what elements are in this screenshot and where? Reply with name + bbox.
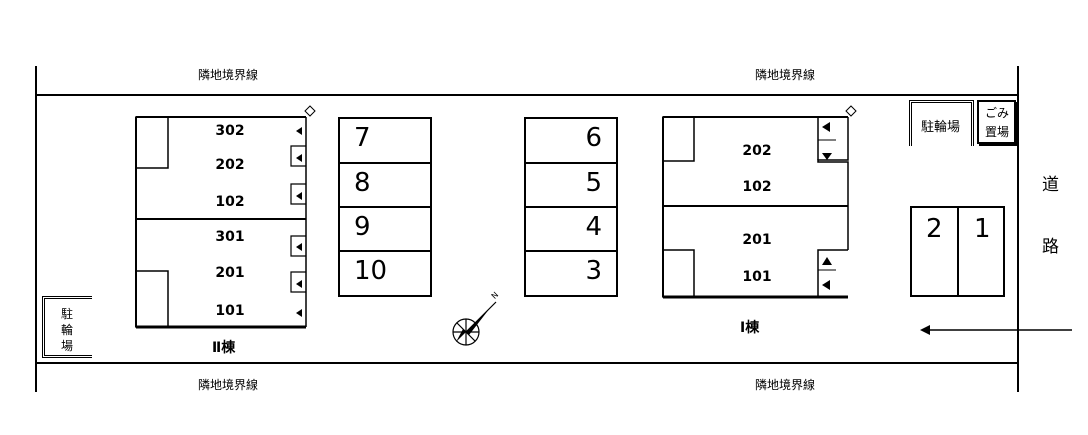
b2-room-102: 102 [215,194,245,210]
boundary-label-bottom-left: 隣地境界線 [198,378,259,392]
b2-room-301: 301 [215,229,245,245]
road-label-1: 道 [1042,175,1059,195]
b1-room-101: 101 [742,269,772,285]
building-1-label: Ⅰ棟 [740,320,760,336]
boundary-label-top-right: 隣地境界線 [755,68,816,82]
road-label-2: 路 [1042,237,1059,257]
b1-room-202: 202 [742,143,772,159]
boundary-label-top-left: 隣地境界線 [198,68,259,82]
building-2-outline [135,105,316,329]
garbage-label-1: ごみ [985,106,1010,120]
parking-number-7: 7 [354,123,371,153]
parking-number-6: 6 [585,123,602,153]
bicycle-parking-top: 駐輪場 [909,100,974,146]
site-boundary-left [35,66,37,392]
b1-room-201: 201 [742,232,772,248]
parking-number-4: 4 [585,212,602,242]
parking-number-5: 5 [585,168,602,198]
parking-number-2: 2 [926,214,943,244]
site-boundary-top [35,94,1019,96]
parking-number-9: 9 [354,212,371,242]
b2-room-202: 202 [215,157,245,173]
building-1-outline [662,105,857,299]
bicycle-top-label: 駐輪場 [921,120,961,135]
parking-space-8: 8 [338,162,432,208]
bicycle-left-c2: 輪 [61,323,74,337]
parking-space-2: 2 [910,206,959,297]
parking-space-3: 3 [524,250,618,297]
garbage-area: ごみ 置場 [977,100,1016,144]
parking-space-7: 7 [338,117,432,164]
parking-number-1: 1 [974,214,991,244]
b2-room-101: 101 [215,303,245,319]
parking-space-9: 9 [338,206,432,252]
parking-number-8: 8 [354,168,371,198]
site-boundary-right [1017,66,1019,392]
entrance-arrow [920,325,1072,335]
boundary-label-bottom-right: 隣地境界線 [755,378,816,392]
building-2-label: Ⅱ棟 [212,340,236,356]
bicycle-left-c3: 場 [61,339,74,353]
bicycle-left-c1: 駐 [61,307,74,321]
b2-room-302: 302 [215,123,245,139]
bicycle-parking-left: 駐 輪 場 [42,296,92,358]
parking-number-3: 3 [585,256,602,286]
site-boundary-bottom [35,362,1019,364]
garbage-label-2: 置場 [985,125,1010,139]
parking-space-10: 10 [338,250,432,297]
parking-space-1: 1 [957,206,1005,297]
b2-room-201: 201 [215,265,245,281]
compass-icon [452,301,497,346]
parking-number-10: 10 [354,256,388,286]
b1-room-102: 102 [742,179,772,195]
